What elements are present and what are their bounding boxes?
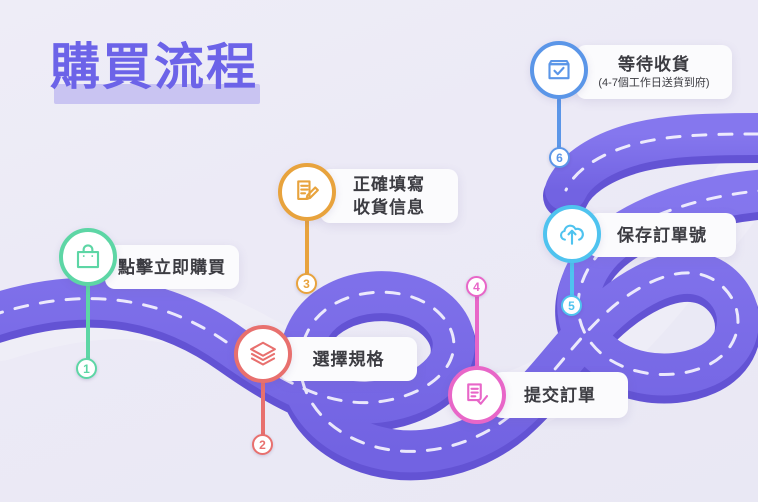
step-6-stem <box>557 98 561 160</box>
step-3-label-pill[interactable]: 正確填寫 收貨信息 <box>320 169 458 223</box>
step-4-marker: 4 <box>466 276 487 297</box>
step-3-sublabel: 收貨信息 <box>353 198 425 217</box>
title-underline <box>54 84 260 104</box>
step-1-label-pill[interactable]: 點擊立即購買 <box>105 245 239 289</box>
step-4-stem <box>475 290 479 372</box>
step-1-stem <box>86 282 90 368</box>
step-6-label: 等待收貨 <box>618 55 690 74</box>
step-5-label: 保存訂單號 <box>617 225 707 245</box>
step-5-number: 5 <box>568 298 575 313</box>
document-edit-icon[interactable] <box>278 163 336 221</box>
page-title-text: 購買流程 <box>50 39 258 95</box>
step-4-label: 提交訂單 <box>524 385 596 405</box>
step-3-stem <box>305 218 309 282</box>
step-1-number: 1 <box>83 361 90 376</box>
step-4-number: 4 <box>473 279 480 294</box>
road-top-segment-dashes <box>564 132 758 192</box>
step-3-label: 正確填寫 <box>353 175 425 194</box>
step-6-marker: 6 <box>549 147 570 168</box>
step-5-label-pill[interactable]: 保存訂單號 <box>588 213 736 257</box>
step-6-label-pill[interactable]: 等待收貨 (4-7個工作日送貨到府) <box>576 45 732 99</box>
step-6-number: 6 <box>556 150 563 165</box>
step-3-number: 3 <box>303 276 310 291</box>
step-2-label: 選擇規格 <box>312 349 385 369</box>
cloud-upload-icon[interactable] <box>543 205 601 263</box>
step-4-label-pill[interactable]: 提交訂單 <box>492 372 628 418</box>
road-center-dashes <box>0 189 758 453</box>
step-5-stem <box>570 260 574 310</box>
step-2-stem <box>261 380 265 442</box>
step-5-marker: 5 <box>561 295 582 316</box>
step-1-label: 點擊立即購買 <box>118 257 226 277</box>
step-2-number: 2 <box>259 437 266 452</box>
package-check-icon[interactable] <box>530 41 588 99</box>
page-title: 購買流程 <box>50 38 280 110</box>
step-3-marker: 3 <box>296 273 317 294</box>
shopping-bag-icon[interactable] <box>59 228 117 286</box>
step-6-sublabel: (4-7個工作日送貨到府) <box>598 77 710 89</box>
step-2-marker: 2 <box>252 434 273 455</box>
step-2-label-pill[interactable]: 選擇規格 <box>280 337 417 381</box>
step-1-marker: 1 <box>76 358 97 379</box>
document-check-icon[interactable] <box>448 366 506 424</box>
layers-icon[interactable] <box>234 325 292 383</box>
